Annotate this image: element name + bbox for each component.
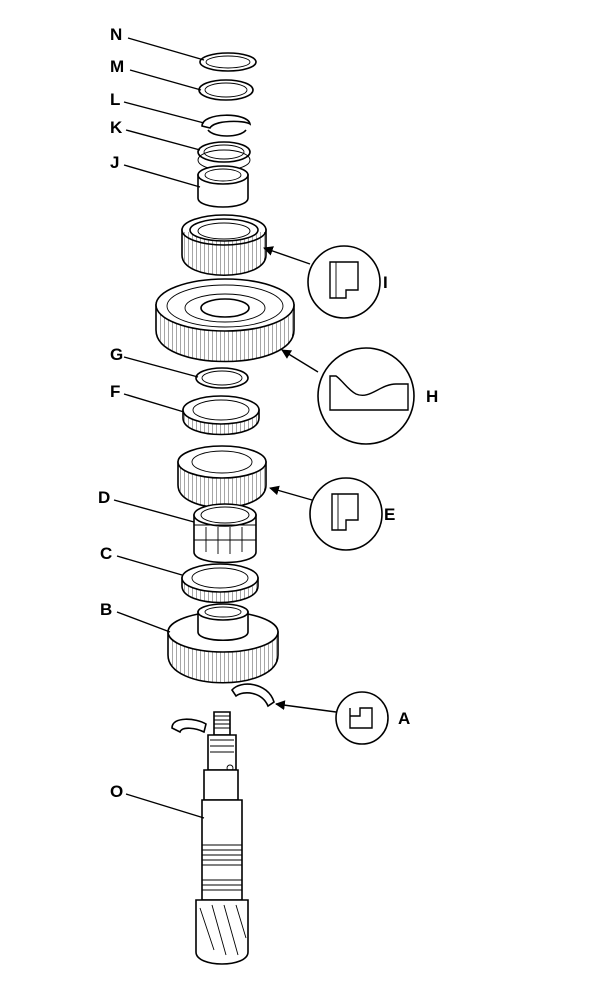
label-m: M [110,57,124,76]
part-l-split-collar [201,114,252,137]
part-i-gear [181,214,267,277]
part-f-synchro-ring [182,395,260,436]
part-o-mainshaft [171,711,249,965]
label-o: O [110,782,123,801]
part-b-gear [167,603,279,684]
label-k: K [110,118,123,137]
detail-circle-i [307,245,381,319]
detail-circle-e [309,477,383,551]
label-b: B [100,600,112,619]
part-a-collar [231,683,275,708]
label-n: N [110,25,122,44]
label-c: C [100,544,112,563]
part-e-gear [177,445,267,509]
label-e: E [384,505,395,524]
label-j: J [110,153,119,172]
label-f: F [110,382,120,401]
leader-lines [113,37,337,819]
label-a: A [398,709,410,728]
label-h: H [426,387,438,406]
detail-circle-a [335,691,389,745]
detail-circle-h [317,347,415,445]
part-k-ring [197,141,251,171]
callout-labels: N M L K J I H G F E D C B A O [98,25,438,801]
part-d-needle-bearing [193,503,257,564]
label-l: L [110,90,120,109]
part-g-snap-ring [195,367,249,389]
part-n-snap-ring [199,52,257,72]
part-c-synchro-ring [181,563,259,604]
part-h-large-gear [155,278,295,363]
label-g: G [110,345,123,364]
label-i: I [383,273,388,292]
part-m-washer [198,79,254,101]
label-d: D [98,488,110,507]
part-j-bushing [197,165,249,208]
